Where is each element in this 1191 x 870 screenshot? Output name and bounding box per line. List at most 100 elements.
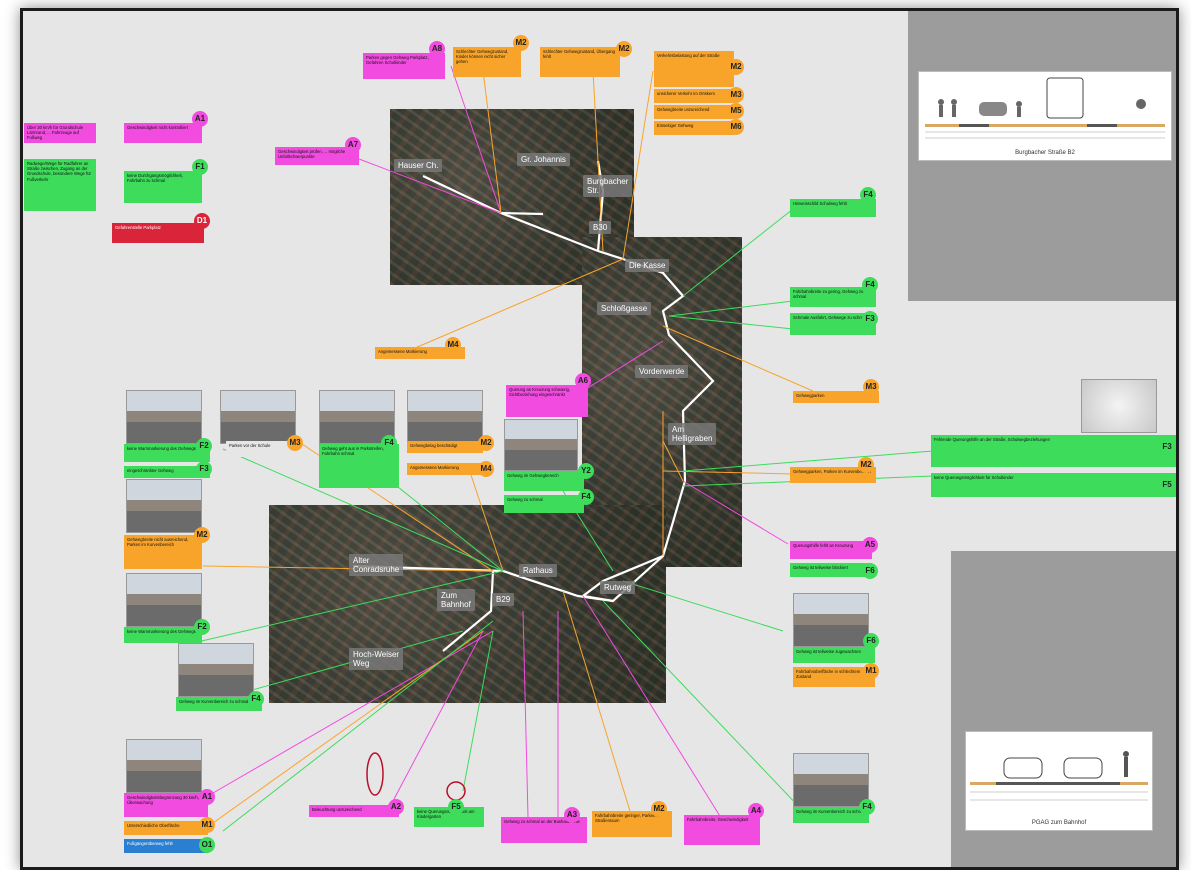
photo-6 bbox=[126, 479, 202, 533]
card-m4-b: Angemessene Markierung bbox=[407, 463, 483, 475]
badge-a4: A4 bbox=[748, 803, 764, 819]
badge-m4-b: M4 bbox=[478, 461, 494, 477]
card-f6: Gehweg ist teilweise blockiert bbox=[790, 563, 872, 577]
badge-m2-right: M2 bbox=[858, 457, 874, 473]
card-f4-c: Gehweg zu schmal bbox=[504, 495, 584, 513]
badge-f5-right: F5 bbox=[1159, 477, 1175, 493]
badge-f4-c: F4 bbox=[578, 489, 594, 505]
badge-a3: A3 bbox=[564, 807, 580, 823]
card-f4-d: Gehweg im Kurvenbereich zu schmal bbox=[176, 697, 262, 711]
cross-section-bottom-caption: PGAG zum Bahnhof bbox=[1031, 820, 1087, 826]
photo-3 bbox=[319, 390, 395, 444]
photo-1 bbox=[126, 390, 202, 444]
badge-m3-b: M3 bbox=[287, 435, 303, 451]
street-label-conradsruhe: Alter Conradsruhe bbox=[349, 554, 404, 576]
badge-f4-b2: F4 bbox=[381, 435, 397, 451]
badge-d1: D1 bbox=[194, 213, 210, 229]
street-label-rutweg: Rutweg bbox=[600, 581, 636, 594]
card-m5: Gehwegbreite unzureichend bbox=[654, 105, 734, 119]
badge-f1: F1 bbox=[192, 159, 208, 175]
street-label-b29: B29 bbox=[492, 593, 515, 606]
card-m6: Einseitiger Gehweg bbox=[654, 121, 734, 135]
card-m2-a: Schlechter Gehwegzustand, Kinder können … bbox=[453, 47, 521, 77]
badge-m6: M6 bbox=[728, 119, 744, 135]
card-f5-right: keine Querungsmöglichkeit für Schulkinde… bbox=[931, 473, 1176, 497]
badge-m2-b: M2 bbox=[616, 41, 632, 57]
card-a5: Querungshilfe fehlt an Kreuzung bbox=[790, 541, 872, 559]
card-m4-a: Angemessene Markierung bbox=[375, 347, 465, 359]
badge-f6: F6 bbox=[862, 563, 878, 579]
street-label-schloss: Schloßgasse bbox=[597, 302, 652, 315]
badge-m2-f: M2 bbox=[651, 801, 667, 817]
card-f4-a: Hinweisschild Schulweg fehlt bbox=[790, 199, 876, 217]
street-label-hauser: Hauser Ch. bbox=[394, 159, 443, 172]
badge-m2-c: M2 bbox=[728, 59, 744, 75]
card-f5-b: keine Querungsmöglichkeit am Kindergarte… bbox=[414, 807, 484, 827]
badge-f4-b: F4 bbox=[862, 277, 878, 293]
street-label-johannis: Gr. Johannis bbox=[517, 153, 570, 166]
photo-9 bbox=[126, 739, 202, 793]
street-label-kasse: Die Kasse bbox=[625, 259, 670, 272]
card-f2-a: keine Warnmarkierung des Gehwegs bbox=[124, 444, 210, 462]
card-a1-b: Geschwindigkeitsbegrenzung 30 km/h, Über… bbox=[124, 793, 208, 817]
badge-m5: M5 bbox=[728, 103, 744, 119]
badge-f3-left: F3 bbox=[196, 461, 212, 477]
card-a8: Parken gegen Gehweg Parkplatz, Gefahren … bbox=[363, 53, 445, 79]
street-label-rathaus: Rathaus bbox=[519, 564, 557, 577]
photo-2 bbox=[220, 390, 296, 444]
card-a1-far: Über 30 km/h für Grundschule Lärmrand, .… bbox=[24, 123, 96, 143]
badge-f2-b: F2 bbox=[194, 619, 210, 635]
card-f2-b: keine Warnmarkierung des Gehwegs bbox=[124, 627, 202, 643]
badge-m1: M1 bbox=[863, 663, 879, 679]
card-f1-far: Radwege/Wege für Radfahrer an Straße zwi… bbox=[24, 159, 96, 211]
badge-f6-b: F6 bbox=[863, 633, 879, 649]
photo-4 bbox=[407, 390, 483, 444]
card-a6: Querung an Kreuzung schwierig, Sichtbezi… bbox=[506, 385, 588, 417]
card-f4-b: Fahrbahnbreite zu gering, Gehweg zu schm… bbox=[790, 287, 876, 307]
cross-section-bottom: PGAG zum Bahnhof bbox=[965, 731, 1153, 831]
street-label-vorderwerde: Vorderwerde bbox=[635, 365, 689, 378]
card-f3-right: Fehlende Querungshilfe an der Straße, Sc… bbox=[931, 435, 1176, 467]
photo-7 bbox=[126, 573, 202, 627]
badge-m4-a: M4 bbox=[445, 337, 461, 353]
badge-f4-e: F4 bbox=[859, 799, 875, 815]
card-m2-e: Gehwegbreite nicht ausreichend, Parken i… bbox=[124, 535, 202, 569]
badge-f4-a: F4 bbox=[860, 187, 876, 203]
cross-section-bottom-drawing bbox=[970, 751, 1148, 801]
photo-8 bbox=[178, 643, 254, 697]
card-m3-top: unsicherer Verkehr im Ortskern bbox=[654, 89, 734, 103]
card-m2-right: Gehwegparken, Parken im Kurvenbereich bbox=[790, 467, 876, 483]
card-f4-b2: Gehweg geht aus in Parkstreifen, Fahrbah… bbox=[319, 444, 399, 488]
card-a4: Fahrbahnbreite, Geschwindigkeit bbox=[684, 815, 760, 845]
badge-m2-d: M2 bbox=[478, 435, 494, 451]
badge-m2-e: M2 bbox=[194, 527, 210, 543]
card-f3-left: eingeschränkter Gehweg bbox=[124, 466, 210, 478]
street-label-b30: B30 bbox=[589, 221, 612, 234]
card-a7: Geschwindigkeit prüfen, ... mögliche Unf… bbox=[275, 147, 359, 165]
card-f3-a: Schmale Ausfahrt, Gehwege zu schmal bbox=[790, 313, 876, 335]
street-label-bahnhof: Zum Bahnhof bbox=[437, 589, 475, 611]
badge-a6: A6 bbox=[575, 373, 591, 389]
card-f1: keine Durchgangsmöglichkeit, Fahrbahn zu… bbox=[124, 171, 202, 203]
badge-y2: Y2 bbox=[578, 463, 594, 479]
badge-m3-top: M3 bbox=[728, 87, 744, 103]
badge-o1: O1 bbox=[199, 837, 215, 853]
connection-lines bbox=[192, 65, 934, 832]
card-m3-right: Gehwegparken bbox=[793, 391, 879, 403]
badge-a5: A5 bbox=[862, 537, 878, 553]
badge-f3-a: F3 bbox=[862, 311, 878, 327]
badge-f3-right: F3 bbox=[1159, 439, 1175, 455]
badge-a1-b: A1 bbox=[199, 789, 215, 805]
photo-10 bbox=[793, 593, 869, 647]
badge-a1-top: A1 bbox=[192, 111, 208, 127]
card-m1: Fahrbahnoberfläche in schlechtem Zustand bbox=[793, 667, 875, 687]
card-m2-b: Schlechter Gehwegzustand, Übergang fehlt bbox=[540, 47, 620, 77]
card-m1-b: Unterschiedliche Oberfläche bbox=[124, 821, 208, 835]
street-label-hochweiser: Hoch-Weiser Weg bbox=[349, 648, 404, 670]
badge-a2: A2 bbox=[388, 799, 404, 815]
cross-section-top-drawing bbox=[925, 77, 1165, 139]
badge-m2-a: M2 bbox=[513, 35, 529, 51]
badge-f5-b: F5 bbox=[448, 799, 464, 815]
card-f4-e: Gehweg im Kurvenbereich zu schmal bbox=[793, 807, 869, 823]
badge-m3-right: M3 bbox=[863, 379, 879, 395]
